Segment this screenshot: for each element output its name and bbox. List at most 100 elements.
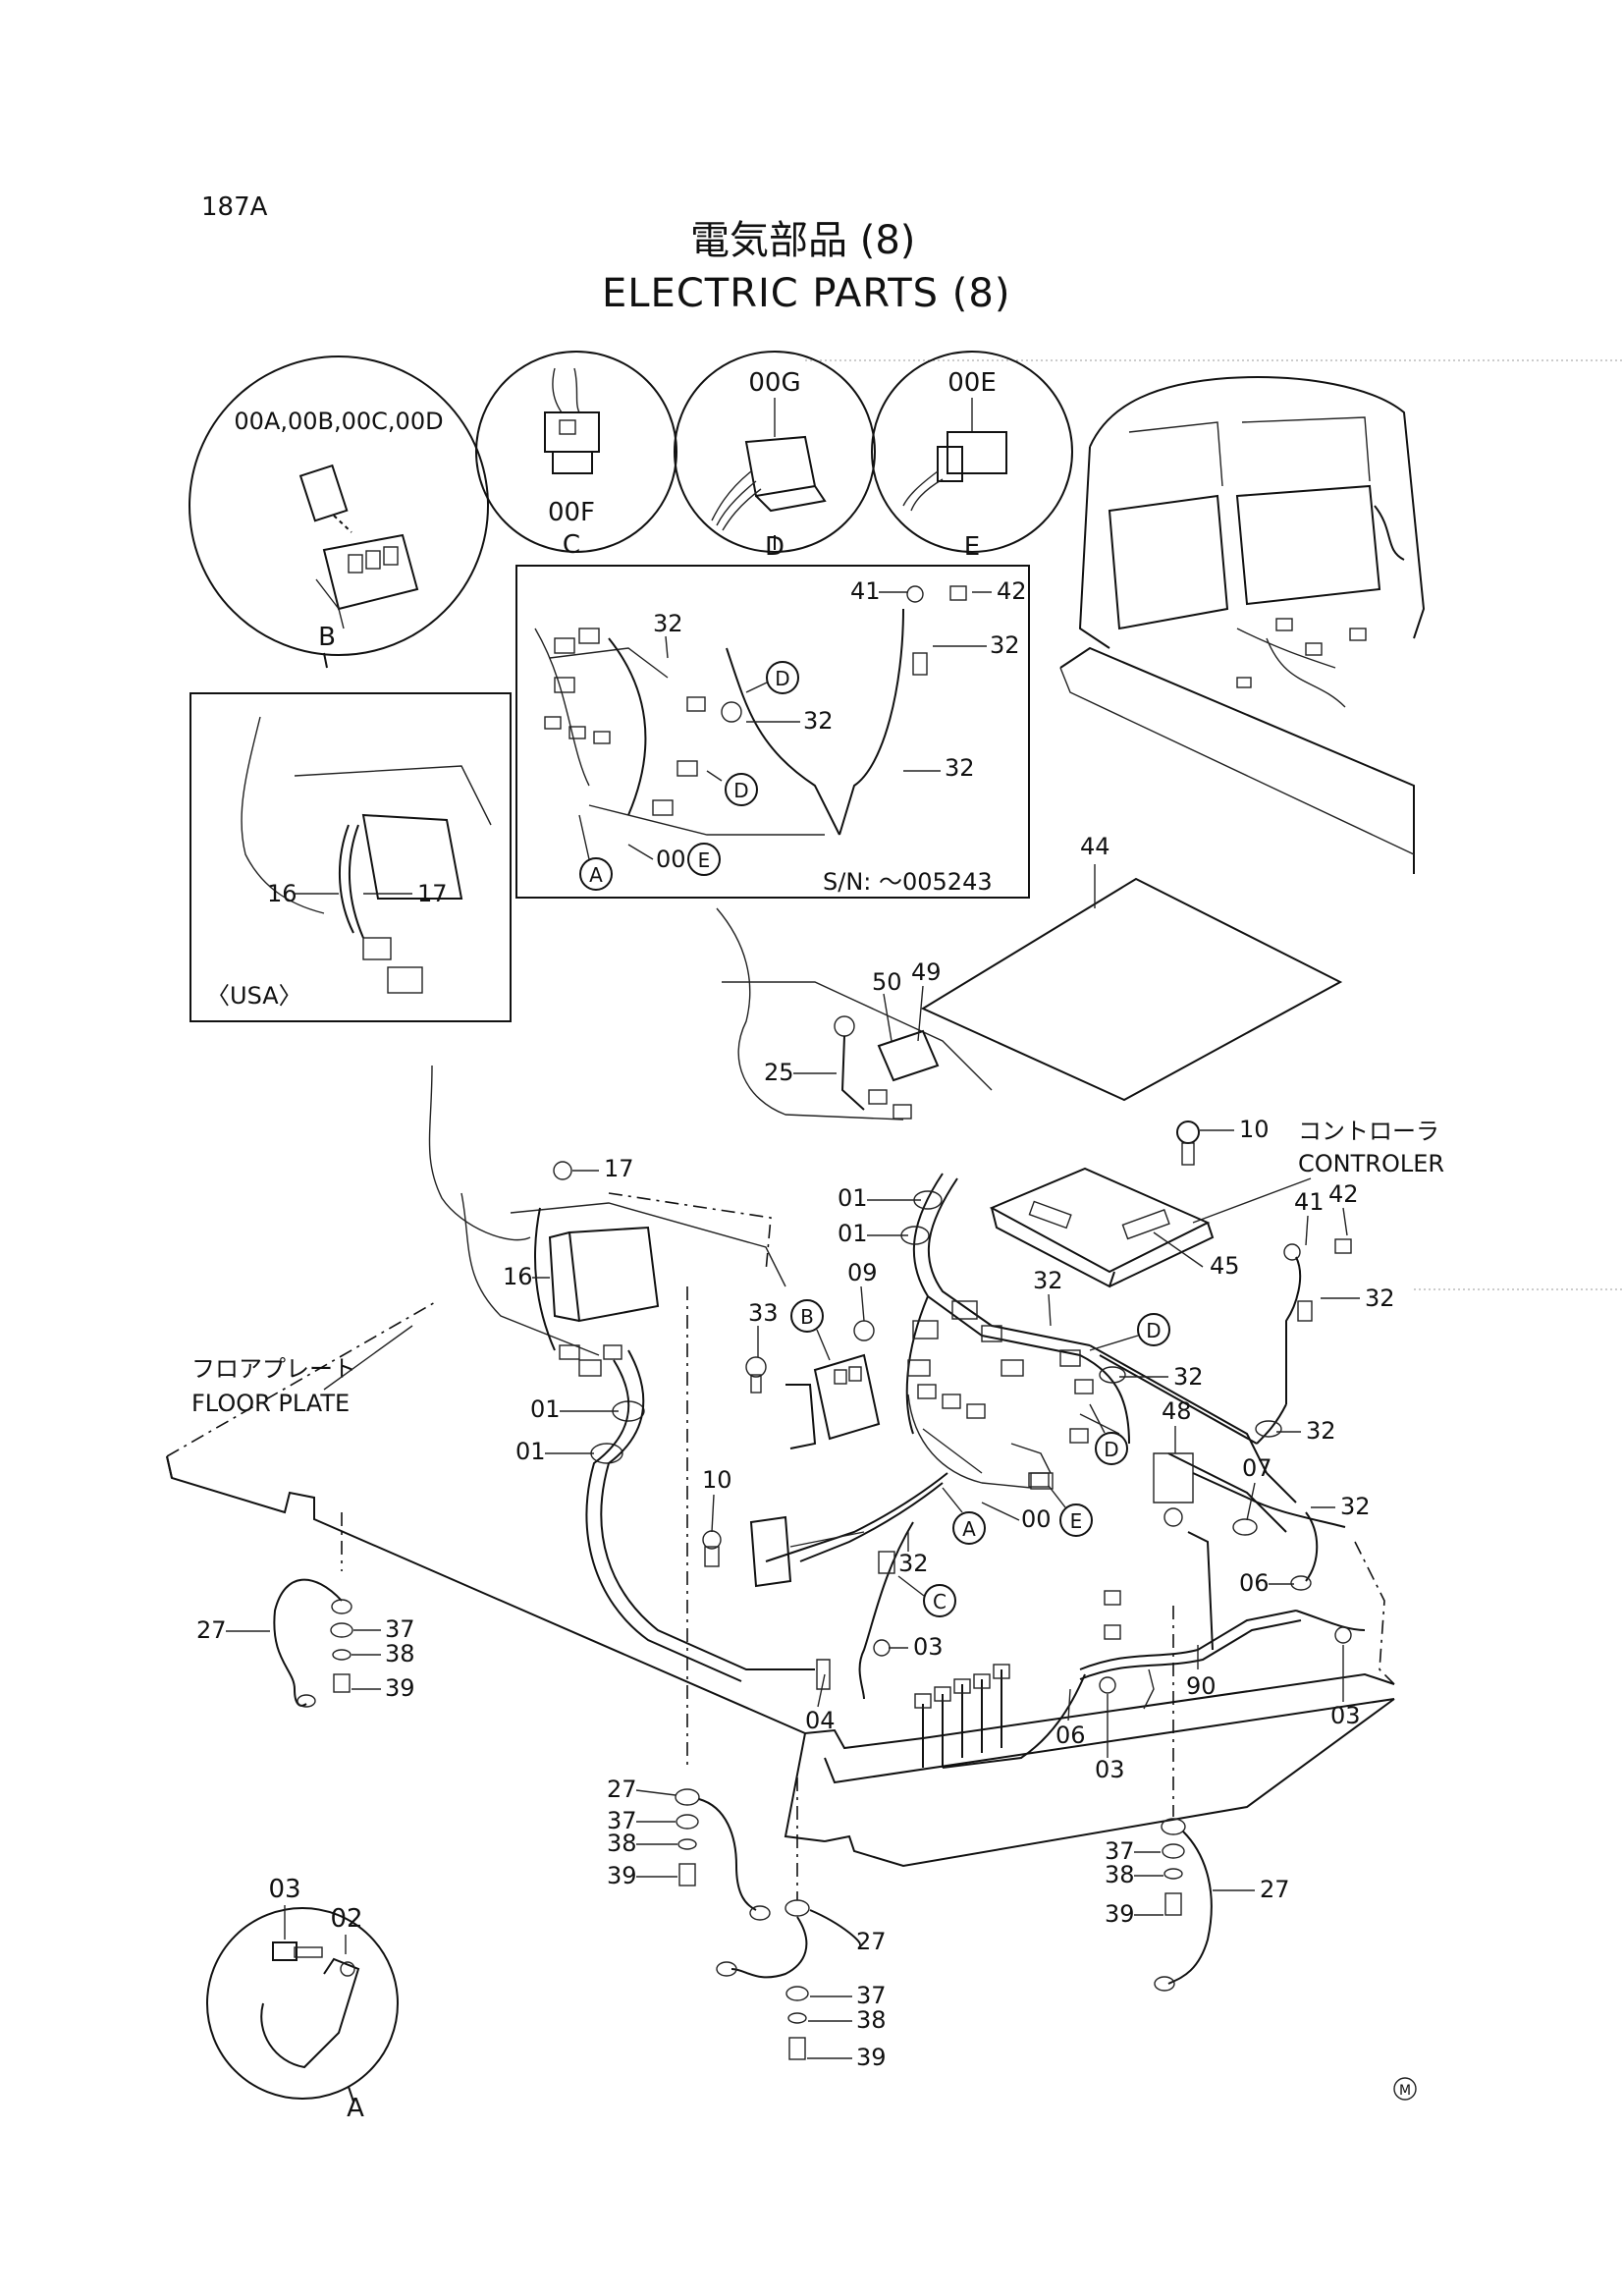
excavator-cab-illustration xyxy=(1059,376,1426,874)
part-41: 41 xyxy=(1294,1188,1325,1216)
page-title: ELECTRIC PARTS (8) xyxy=(602,271,1011,316)
part-32-center-a: 32 xyxy=(1033,1267,1063,1294)
floor-plate-label: FLOOR PLATE xyxy=(191,1390,350,1417)
detail-b-letter: B xyxy=(318,623,336,652)
part-27-a: 27 xyxy=(196,1616,227,1644)
harness-90 xyxy=(914,1531,1366,1769)
part-37-b: 37 xyxy=(607,1807,637,1834)
usa-part-17: 17 xyxy=(417,880,448,907)
relay-b-mount xyxy=(745,1353,881,1449)
detail-circle-a: 03 02 A xyxy=(206,1875,399,2123)
ground-cable-center-left xyxy=(675,1286,771,1921)
part-32-right-a: 32 xyxy=(1365,1285,1395,1312)
usa-inset: 16 17 〈USA〉 xyxy=(189,692,512,1022)
part-38-c: 38 xyxy=(856,2006,887,2034)
part-03-b: 03 xyxy=(1095,1756,1125,1783)
callout-e: E xyxy=(1070,1509,1083,1533)
part-27-d: 27 xyxy=(1260,1876,1290,1903)
part-38-a: 38 xyxy=(385,1640,415,1667)
serial-part-32-d: 32 xyxy=(945,754,975,782)
serial-number: S/N: ～005243 xyxy=(823,868,993,896)
ground-cable-center xyxy=(716,1777,861,2060)
part-06-a: 06 xyxy=(1239,1569,1270,1597)
part-50: 50 xyxy=(872,968,902,996)
callout-b-circle xyxy=(790,1299,824,1333)
part-33: 33 xyxy=(748,1299,779,1327)
part-42: 42 xyxy=(1328,1180,1359,1208)
controller-unit xyxy=(989,1167,1215,1288)
bolt-10-top xyxy=(1176,1121,1200,1166)
left-battery-assembly xyxy=(428,1065,786,1377)
serial-part-41: 41 xyxy=(850,577,881,605)
part-01-a: 01 xyxy=(838,1184,868,1212)
part-00: 00 xyxy=(1021,1505,1052,1533)
part-44: 44 xyxy=(1080,833,1110,860)
part-37-d: 37 xyxy=(1105,1837,1135,1865)
part-10-a: 10 xyxy=(1239,1116,1270,1143)
detail-circle-e: 00E E xyxy=(871,351,1073,562)
multi-pin-connector-icon xyxy=(711,435,827,531)
part-48: 48 xyxy=(1162,1397,1192,1425)
ground-cable-left xyxy=(273,1512,353,1708)
serial-callout-e: E xyxy=(698,848,711,872)
part-10-b: 10 xyxy=(702,1466,732,1494)
part-39-a: 39 xyxy=(385,1674,415,1702)
callout-d-1: D xyxy=(1146,1319,1161,1342)
part-38-b: 38 xyxy=(607,1830,637,1857)
part-01-b: 01 xyxy=(838,1220,868,1247)
serial-callout-d-1: D xyxy=(775,667,789,690)
main-wiring-harness xyxy=(905,1173,1297,1533)
detail-d-letter: D xyxy=(765,532,784,562)
part-27-b: 27 xyxy=(607,1776,637,1803)
controller-label: CONTROLER xyxy=(1298,1150,1444,1177)
page-code: 187A xyxy=(201,192,268,222)
part-32-lower: 32 xyxy=(898,1550,929,1577)
detail-d-parts-label: 00G xyxy=(748,368,800,398)
part-07: 07 xyxy=(1242,1454,1272,1482)
usa-label: 〈USA〉 xyxy=(206,982,302,1010)
serial-part-32-b: 32 xyxy=(803,707,834,735)
ground-cable-right xyxy=(1154,1606,1213,1992)
detail-e-letter: E xyxy=(964,532,980,562)
part-32-center-b: 32 xyxy=(1173,1363,1204,1391)
detail-a-part-03: 03 xyxy=(268,1875,300,1904)
detail-c-parts-label: 00F xyxy=(548,498,595,527)
part-25: 25 xyxy=(764,1059,794,1086)
part-09: 09 xyxy=(847,1259,878,1286)
part-37-c: 37 xyxy=(856,1982,887,2009)
part-01-c: 01 xyxy=(530,1395,561,1423)
controller-label-jp: コントローラ xyxy=(1298,1118,1439,1145)
part-03-c: 03 xyxy=(1330,1702,1361,1729)
footer-mark: M xyxy=(1399,2083,1411,2099)
part-37-a: 37 xyxy=(385,1615,415,1643)
part-27-c: 27 xyxy=(856,1928,887,1955)
connector-icon xyxy=(544,367,600,474)
part-32-right-c: 32 xyxy=(1340,1493,1371,1520)
callout-d-2: D xyxy=(1104,1438,1118,1461)
detail-a-part-02: 02 xyxy=(330,1904,362,1934)
detail-a-letter: A xyxy=(347,2094,364,2123)
footer-mark-circle xyxy=(1393,2077,1417,2101)
part-06-b: 06 xyxy=(1055,1722,1086,1749)
detail-circle-d: 00G D xyxy=(674,351,876,562)
floor-plate xyxy=(166,1192,1395,1868)
console-assembly xyxy=(716,907,993,1121)
part-16: 16 xyxy=(503,1263,533,1290)
serial-part-32-a: 32 xyxy=(653,610,683,637)
callout-b: B xyxy=(800,1305,814,1329)
part-49: 49 xyxy=(911,958,942,986)
relay-block-icon xyxy=(298,464,419,629)
serial-part-00: 00 xyxy=(656,846,686,873)
serial-number-inset: 32 D 32 D 00 E A 41 42 32 32 S/N: ～00524… xyxy=(515,565,1030,899)
serial-part-32-c: 32 xyxy=(990,631,1020,659)
page-title-japanese: 電気部品 (8) xyxy=(690,218,916,263)
part-01-d: 01 xyxy=(515,1438,546,1465)
part-39-c: 39 xyxy=(856,2044,887,2071)
detail-circle-c: 00F C xyxy=(475,351,677,560)
part-17: 17 xyxy=(604,1155,634,1182)
floor-mat-44: 44 xyxy=(920,833,1343,1102)
callout-c: C xyxy=(933,1590,947,1613)
callout-a: A xyxy=(962,1517,976,1541)
part-39-b: 39 xyxy=(607,1862,637,1889)
two-pin-connector-icon xyxy=(902,431,1007,512)
